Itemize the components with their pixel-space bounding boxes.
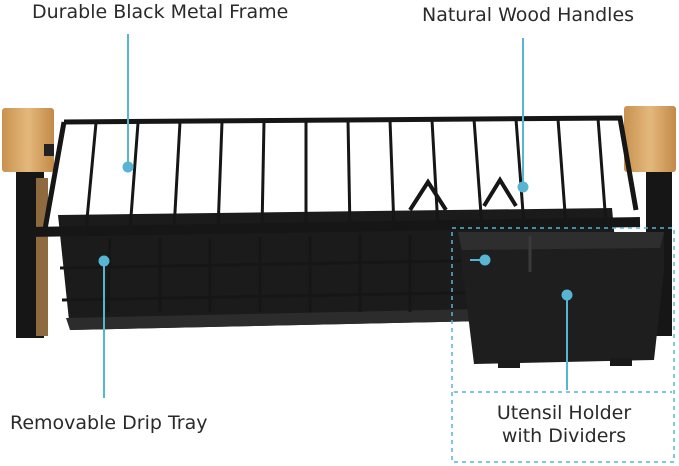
utensil-callout-label: Utensil Holder with Dividers <box>460 402 668 448</box>
wire-basket <box>27 115 641 313</box>
frame-callout-label: Durable Black Metal Frame <box>32 1 289 23</box>
utensil-callout-box <box>451 227 675 463</box>
wood-callout-label: Natural Wood Handles <box>422 4 635 26</box>
tray-callout-label: Removable Drip Tray <box>10 412 208 434</box>
utensil-label-line2: with Dividers <box>501 425 627 447</box>
utensil-label-line1: Utensil Holder <box>496 402 632 424</box>
frame-callout-dot <box>122 161 134 173</box>
left-side-frame <box>2 108 54 338</box>
right-wood-handle <box>624 106 676 172</box>
tray-callout-dot <box>98 255 110 267</box>
left-wood-handle <box>2 108 54 172</box>
divider-callout-dot <box>479 254 491 266</box>
utensil-holder <box>458 232 664 368</box>
callouts <box>98 34 675 463</box>
wood-callout-dot <box>517 181 529 193</box>
utensil-callout-dot <box>561 289 573 301</box>
